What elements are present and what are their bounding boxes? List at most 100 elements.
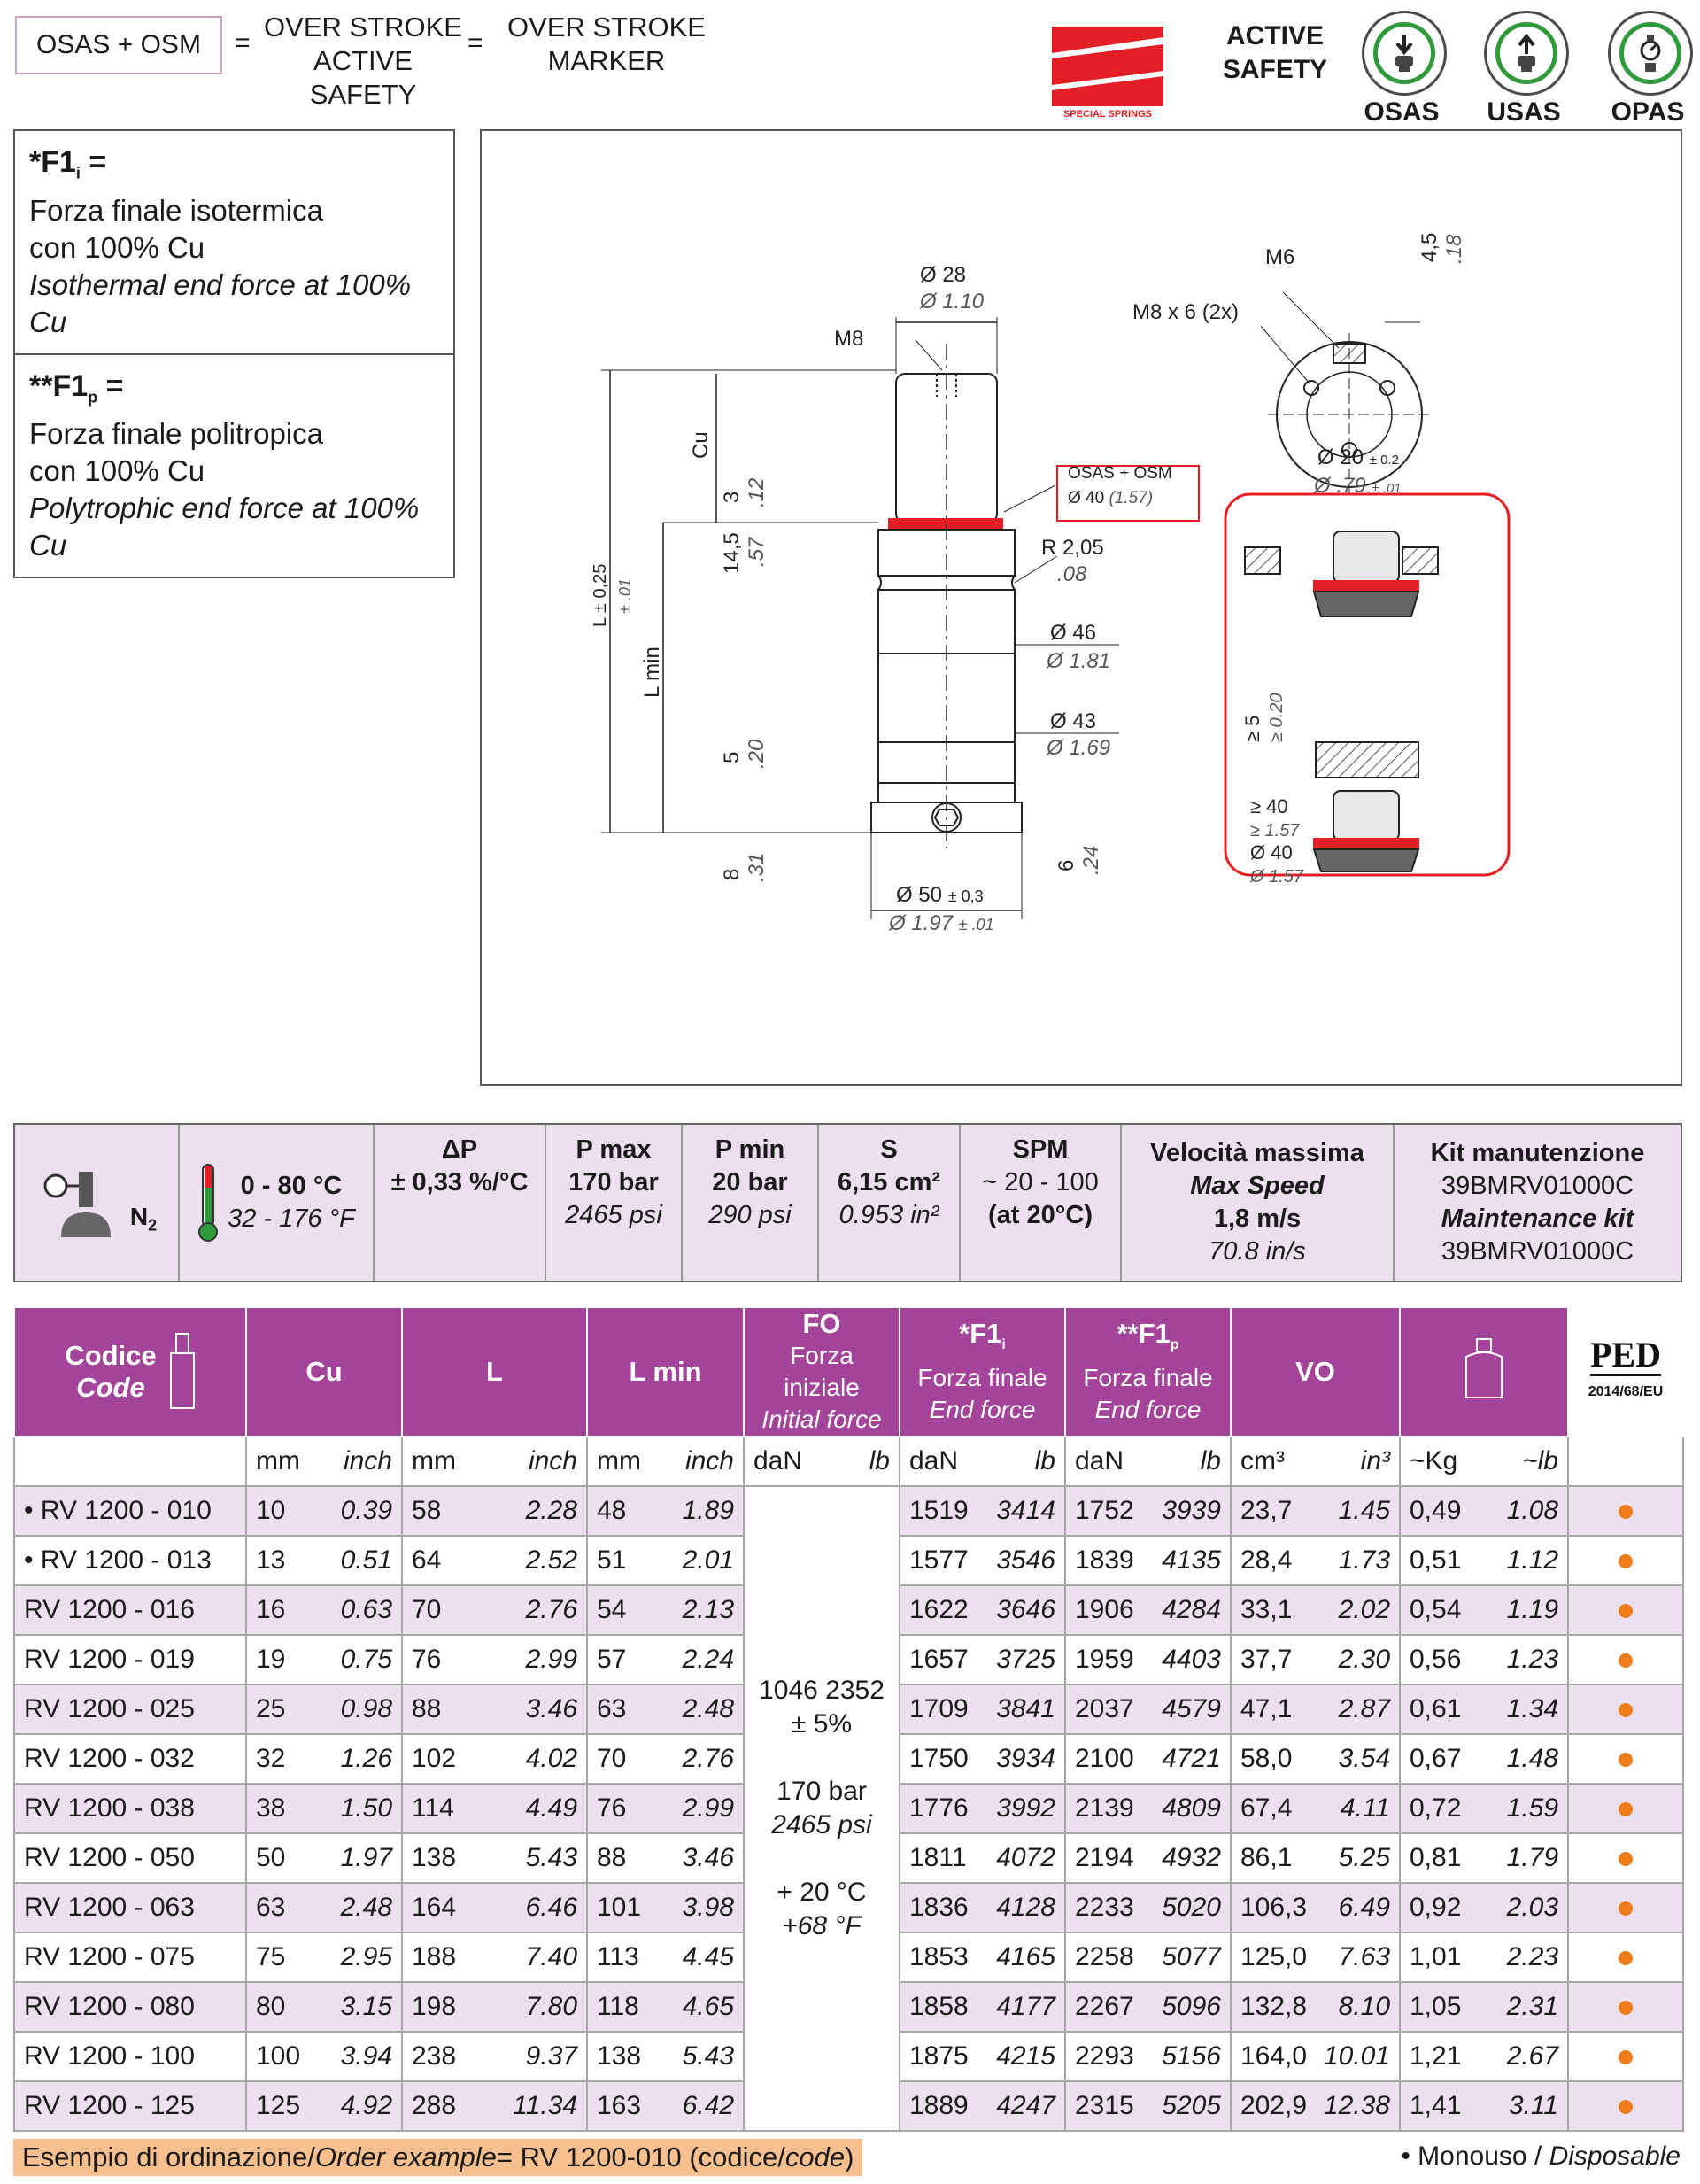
row-vo: 47,1 [1240,1694,1293,1723]
row-l: 238 [412,2041,457,2071]
row-weight-inch: 1.19 [1506,1595,1558,1624]
row-weight-inch: 2.67 [1506,2041,1558,2071]
row-lmin-inch: 2.01 [682,1545,734,1575]
row-l-inch: 4.49 [525,1793,577,1823]
vel-title-en: Max Speed [1190,1172,1325,1200]
ped-dot [1619,1505,1633,1519]
row-lmin: 138 [597,2041,642,2071]
row-f1p-inch: 5077 [1162,1942,1221,1971]
row-ped [1567,2031,1684,2082]
dim-3i: .12 [745,478,769,507]
row-vo: 86,1 [1240,1843,1293,1872]
row-f1p-inch: 5156 [1162,2041,1221,2071]
row-f1i: 1858 [909,1992,969,2021]
th-cu: Cu [245,1306,403,1437]
dim-ge40: ≥ 40 [1250,795,1288,817]
row-weight-inch: 1.59 [1506,1793,1558,1823]
ped-dot [1619,1703,1633,1717]
row-lmin-inch: 2.48 [682,1694,734,1723]
osas-icon-group: OSAS [1362,11,1455,128]
dim-6: 6 [1055,860,1078,871]
row-ped [1567,1932,1684,1983]
dp-value: ± 0,33 %/°C [390,1168,529,1197]
row-vo-inch: 2.30 [1338,1645,1390,1674]
row-f1i: 1836 [909,1893,969,1922]
dim-d20: Ø 20 ± 0.2 [1318,445,1399,469]
unit-cm3: cm³ [1240,1446,1285,1475]
osas-tag-line1: OSAS + OSM [1068,464,1172,483]
osas-tag-box [1056,465,1200,522]
row-l-inch: 6.46 [525,1893,577,1922]
row-lmin: 51 [597,1545,627,1575]
row-f1i-inch: 3934 [996,1744,1055,1773]
order-example-code-en: code [784,2141,846,2172]
row-f1p: 2194 [1075,1843,1134,1872]
technical-drawing: Ø 28 Ø 1.10 M8 Cu L ± 0,25 ± .01 L min 3… [480,129,1682,1086]
row-weight: 1,41 [1410,2091,1462,2120]
row-cu: 32 [256,1744,286,1773]
dim-8i: .31 [745,853,769,882]
row-weight: 0,49 [1410,1496,1462,1525]
temp-fahrenheit: 32 - 176 °F [228,1204,355,1233]
row-vo-inch: 4.11 [1340,1793,1390,1823]
row-f1p-inch: 4721 [1162,1744,1221,1773]
weight-icon [1465,1338,1503,1398]
temp-celsius: 0 - 80 °C [240,1172,343,1200]
dim-d46i: Ø 1.81 [1046,649,1110,673]
row-weight: 0,92 [1410,1893,1462,1922]
equals-sign: = [235,28,251,58]
dim-cu: Cu [689,431,713,459]
th-l: L [401,1306,588,1437]
label-m8x6: M8 x 6 (2x) [1132,300,1239,324]
kit-code: 39BMRV01000C [1441,1172,1634,1200]
fo-temp-c: + 20 °C [777,1878,867,1907]
ped-dot [1619,1653,1633,1668]
row-l-inch: 9.37 [525,2041,577,2071]
active-safety-text: ACTIVE SAFETY [309,45,417,110]
row-ped [1567,1535,1684,1586]
row-vo-inch: 6.49 [1338,1893,1390,1922]
row-f1i-inch: 3725 [996,1645,1055,1674]
row-code: RV 1200 - 080 [13,1981,247,2033]
row-cu: 125 [256,2091,301,2120]
gas-cylinder-icon [43,1172,111,1237]
row-f1i-inch: 4165 [996,1942,1055,1971]
order-example-code: = RV 1200-010 (codice/ [496,2141,785,2172]
row-cu: 10 [256,1496,286,1525]
row-f1i-inch: 3414 [996,1496,1055,1525]
f1i-line3: Isothermal end force at 100% Cu [29,267,412,338]
fo-value: 1046 2352 [759,1676,885,1705]
row-vo-inch: 2.87 [1338,1694,1390,1723]
row-f1p: 2233 [1075,1893,1134,1922]
row-vo: 125,0 [1240,1942,1308,1971]
row-vo-inch: 3.54 [1338,1744,1390,1773]
row-lmin-inch: 2.99 [682,1793,734,1823]
ped-dot [1619,1554,1633,1568]
over-stroke-text-2: OVER STROKE [507,12,706,43]
dim-8: 8 [720,869,744,880]
usas-icon [1484,11,1569,96]
row-l-inch: 2.28 [525,1496,577,1525]
row-lmin: 63 [597,1694,627,1723]
row-f1i-inch: 4247 [996,2091,1055,2120]
row-lmin-inch: 4.45 [682,1942,734,1971]
osas-red-band [888,518,1003,531]
th-vo: VO [1230,1306,1401,1437]
row-l-inch: 7.40 [525,1942,577,1971]
vel-value: 1,8 m/s [1213,1204,1302,1233]
row-f1i-inch: 4177 [996,1992,1055,2021]
over-stroke-text: OVER STROKE [264,12,462,43]
row-cu-inch: 3.94 [340,2041,392,2071]
row-vo-inch: 2.02 [1338,1595,1390,1624]
s-inch: 0.953 in² [838,1201,939,1229]
row-weight-inch: 2.03 [1506,1893,1558,1922]
dim-145i: .57 [745,536,769,567]
